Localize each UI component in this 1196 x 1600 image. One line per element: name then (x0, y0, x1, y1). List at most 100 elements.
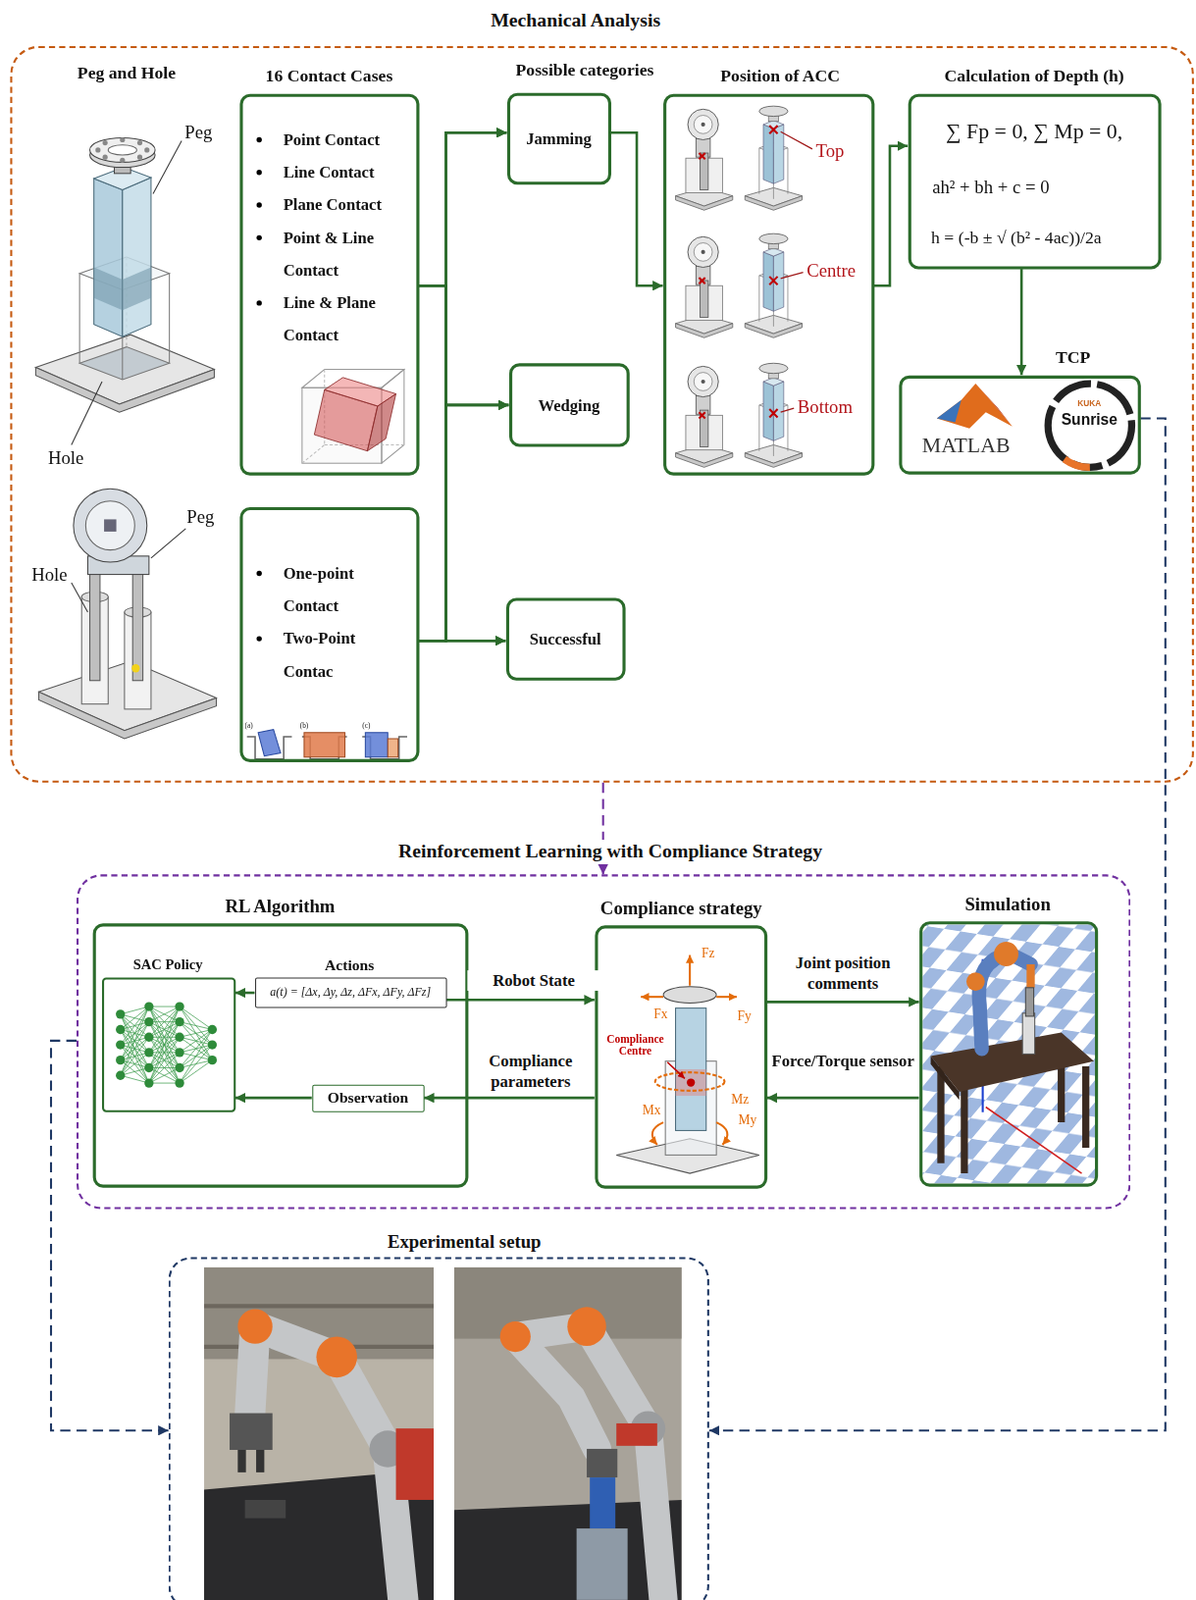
simulation-scene (931, 1056, 960, 1101)
lab-photo (567, 1306, 607, 1347)
software-logos (936, 400, 962, 423)
simulation-scene (922, 924, 1095, 1184)
lab-photo (616, 1423, 658, 1447)
acc-figures (698, 125, 778, 419)
peg-hole-figure (35, 334, 214, 405)
contact-cube (302, 444, 325, 464)
two-peg-figure (151, 528, 186, 559)
peg-hole-figure (122, 177, 152, 337)
peg-hole-figure (107, 145, 137, 156)
equation: h = (-b ± √ (b² - 4ac))/2a (931, 226, 1102, 248)
connector (446, 998, 595, 1002)
neural-network (144, 1078, 154, 1088)
bullet-dots (256, 235, 261, 241)
heading: RL Algorithm (225, 895, 336, 918)
two-peg-figure (132, 566, 143, 680)
neural-network (179, 1022, 212, 1061)
neural-network (144, 1063, 154, 1073)
bullet-item: Point Contact (283, 122, 415, 156)
moment-label: Mz (730, 1091, 749, 1107)
connector (235, 1096, 312, 1100)
acc-figures (744, 105, 802, 210)
moment-label: My (738, 1111, 758, 1128)
part-label: Peg (184, 122, 212, 145)
bullet-item: Plane Contact (283, 188, 415, 221)
acc-figures (769, 409, 778, 417)
heading: TCP (1055, 347, 1091, 368)
force-label: Fz (701, 944, 716, 961)
bullet-item: Line Contact (283, 156, 415, 189)
contact-sketches (247, 729, 408, 760)
compliance-figure (616, 955, 760, 1175)
formula: a(t) = [Δx, Δy, Δz, ΔFx, ΔFy, ΔFz] (269, 985, 431, 999)
acc-figures (769, 276, 778, 285)
neural-network (115, 1009, 125, 1019)
lab-photo (245, 1500, 287, 1519)
acc-figures (769, 125, 778, 134)
lab-photo (229, 1413, 273, 1451)
column-heading: Peg and Hole (77, 62, 176, 84)
neural-network (179, 1029, 212, 1068)
neural-network (208, 1055, 217, 1065)
acc-figures (676, 105, 813, 468)
category-text: Wedging (537, 394, 600, 415)
policy-box: SAC Policy (101, 977, 235, 1112)
contact-cases-box: 16 Contact CasesPoint ContactLine Contac… (239, 93, 419, 475)
neural-network (149, 1006, 180, 1084)
neural-network (149, 1006, 180, 1023)
connector (418, 132, 507, 641)
neural-network (120, 1006, 150, 1045)
simulation-scene (986, 1107, 1083, 1175)
compliance-figure (640, 955, 737, 1145)
peg-hole-figure (168, 273, 170, 364)
two-peg-figure (104, 519, 116, 531)
lab-photo (589, 1477, 616, 1529)
edge-label: Joint position comments (771, 952, 915, 994)
lab-photo (256, 1450, 264, 1473)
bullet-item: Two-Point Contac (283, 622, 405, 688)
bullet-dots (256, 202, 261, 208)
connector (418, 639, 506, 643)
neural-network (149, 1006, 180, 1084)
actions-box: Actionsa(t) = [Δx, Δy, Δz, ΔFx, ΔFy, ΔFz… (255, 977, 448, 1008)
neural-network (208, 1025, 217, 1035)
heading: Compliance strategy (600, 897, 763, 920)
connector (235, 991, 256, 995)
connector (767, 1000, 920, 1004)
neural-network (149, 1006, 180, 1023)
two-peg-figure (131, 664, 140, 673)
lab-photo (454, 1267, 682, 1600)
simulation-scene (1022, 1013, 1035, 1055)
heading: SAC Policy (133, 956, 204, 974)
connector (874, 146, 908, 286)
acc-position-box: Position of ACCTopCentreBottom (663, 93, 875, 475)
peg-hole-figure (94, 267, 152, 312)
software-logos (1047, 383, 1132, 468)
lab-photo (454, 1267, 682, 1600)
moment-label: Mx (642, 1101, 662, 1118)
peg-hole-figure (103, 140, 108, 146)
peg-hole-figure (137, 140, 143, 146)
position-label: Bottom (797, 396, 853, 418)
peg-hole-figure (144, 147, 150, 153)
acc-figures (698, 153, 705, 159)
acc-figures (780, 272, 804, 279)
compliance-figure (667, 1062, 685, 1080)
band-title: Experimental setup (381, 1231, 548, 1253)
neural-network (179, 1006, 212, 1045)
acc-figures (780, 131, 813, 150)
sketch-label: (c) (362, 721, 370, 730)
simulation-scene (931, 1033, 1094, 1092)
heading: Position of ACC (720, 65, 840, 87)
acc-figures (698, 277, 705, 284)
simulation-scene (1082, 1066, 1090, 1148)
category-text: Successful (529, 628, 602, 649)
connector (51, 1040, 169, 1431)
software-logos (975, 383, 1012, 427)
compliance-figure (676, 1008, 707, 1132)
neural-network (115, 1025, 125, 1035)
compliance-figure (716, 1122, 728, 1145)
contact-cube (324, 377, 397, 407)
rl-band: Reinforcement Learning with Compliance S… (76, 874, 1131, 1209)
neural-network (144, 1001, 154, 1011)
